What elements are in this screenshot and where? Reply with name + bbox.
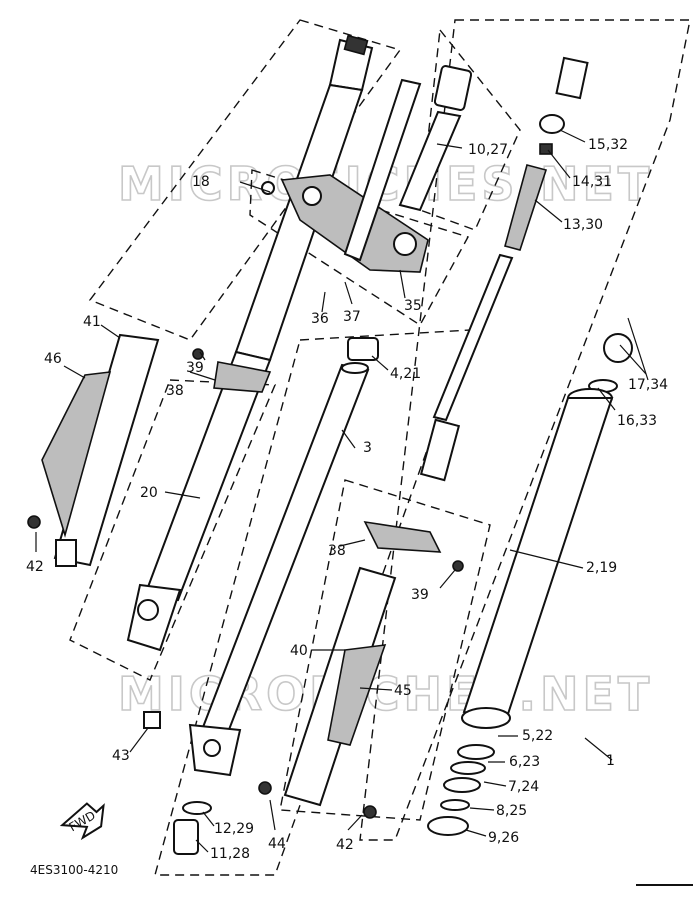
callout-41: 41 xyxy=(83,314,101,330)
callout-6-23: 6,23 xyxy=(509,754,540,770)
callout-38-top: 38 xyxy=(166,383,184,399)
callout-36: 36 xyxy=(311,311,329,327)
callout-11-28: 11,28 xyxy=(210,846,250,862)
callout-15-32: 15,32 xyxy=(588,137,628,153)
callout-17-34: 17,34 xyxy=(628,377,668,393)
watermark-bottom: MICROFICHES.NET xyxy=(118,667,653,721)
callout-45: 45 xyxy=(394,683,412,699)
callout-4-21: 4,21 xyxy=(390,366,421,382)
callout-37: 37 xyxy=(343,309,361,325)
axle-spring-left xyxy=(173,801,212,855)
fork-guard xyxy=(27,333,160,567)
fwd-direction-arrow: FWD xyxy=(59,802,105,841)
callout-39-mid: 39 xyxy=(411,587,429,603)
callout-7-24: 7,24 xyxy=(508,779,539,795)
callout-42-bottom: 42 xyxy=(336,837,354,853)
steering-stem xyxy=(343,78,422,262)
callout-14-31: 14,31 xyxy=(572,174,612,190)
callout-42-left: 42 xyxy=(26,559,44,575)
leader-lines xyxy=(35,129,649,853)
callout-39-top: 39 xyxy=(186,360,204,376)
spring-parts-right xyxy=(504,56,633,393)
outer-tube-right xyxy=(427,388,614,836)
callout-38-mid: 38 xyxy=(328,543,346,559)
callout-1: 1 xyxy=(606,753,615,769)
callout-35: 35 xyxy=(404,298,422,314)
corner-rule xyxy=(636,884,693,886)
callout-8-25: 8,25 xyxy=(496,803,527,819)
callout-18: 18 xyxy=(192,174,210,190)
callout-5-22: 5,22 xyxy=(522,728,553,744)
callout-10-27: 10,27 xyxy=(468,142,508,158)
drawing-code: 4ES3100-4210 xyxy=(30,863,118,877)
damper-rod xyxy=(398,65,514,482)
lower-tube-left xyxy=(126,348,272,652)
callout-20: 20 xyxy=(140,485,158,501)
callout-9-26: 9,26 xyxy=(488,830,519,846)
group-outlines xyxy=(69,19,691,876)
callout-43: 43 xyxy=(112,748,130,764)
fork-protector xyxy=(258,566,397,819)
callout-40: 40 xyxy=(290,643,308,659)
inner-tube xyxy=(143,337,379,777)
callout-44: 44 xyxy=(268,836,286,852)
callout-16-33: 16,33 xyxy=(617,413,657,429)
callout-13-30: 13,30 xyxy=(563,217,603,233)
callout-2-19: 2,19 xyxy=(586,560,617,576)
lower-bracket-mid xyxy=(363,520,464,572)
callout-12-29: 12,29 xyxy=(214,821,254,837)
callout-3: 3 xyxy=(363,440,372,456)
callout-46: 46 xyxy=(44,351,62,367)
